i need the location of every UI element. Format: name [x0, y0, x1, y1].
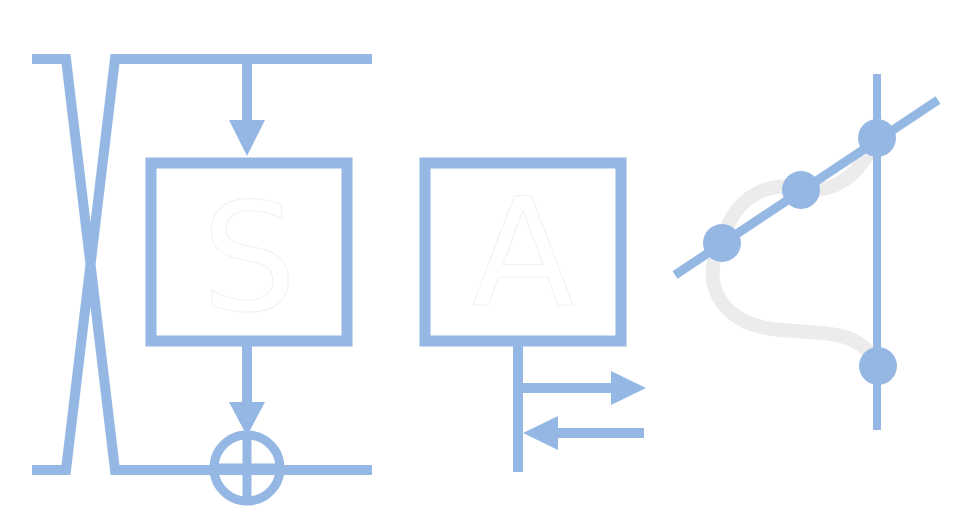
arrow-left-icon	[523, 416, 558, 450]
arrow-into-s-box	[229, 59, 265, 156]
s-box-letter: S	[201, 172, 296, 346]
arrow-right-icon	[611, 371, 646, 405]
node-dot	[859, 347, 897, 385]
s-box: S	[145, 157, 353, 347]
node-dot	[782, 171, 820, 209]
a-box-io-arrows	[513, 341, 646, 472]
node-dot	[703, 224, 741, 262]
node-chain-icon	[672, 74, 941, 430]
ghost-curve	[705, 239, 885, 370]
circled-plus-icon	[209, 430, 285, 506]
a-box-letter: A	[472, 167, 575, 341]
arrow-s-to-xor	[229, 341, 265, 436]
node-dot	[858, 119, 896, 157]
a-box: A	[419, 157, 627, 347]
